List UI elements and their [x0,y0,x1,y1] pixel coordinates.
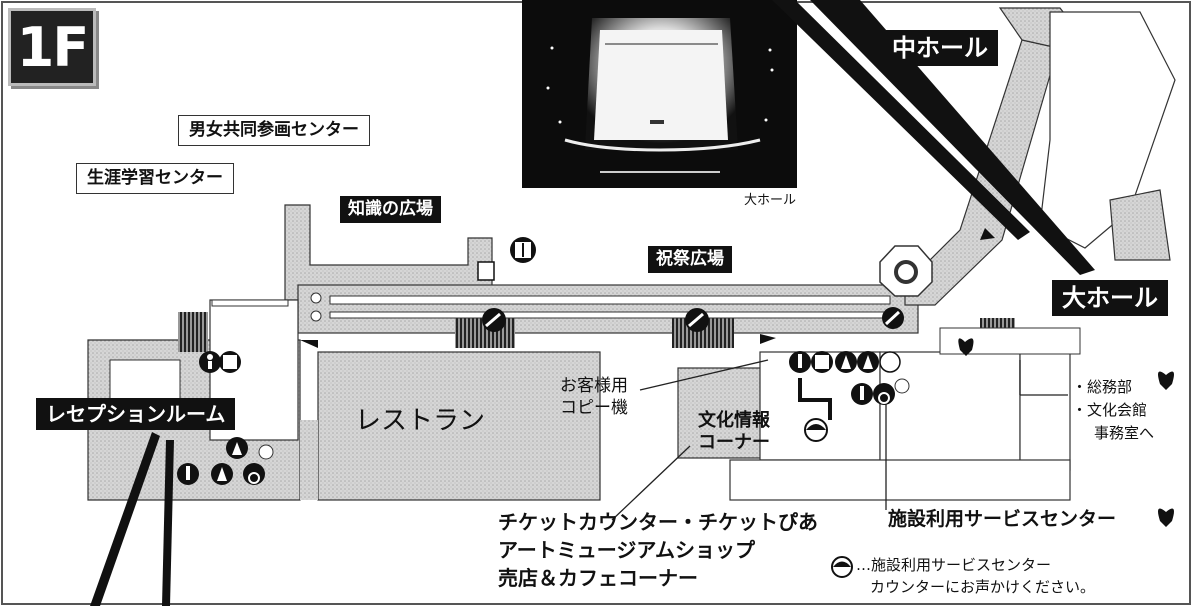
copy-label-1: お客様用 [560,376,628,396]
mens-restroom-icon [789,351,811,373]
ticket-label-3: 売店＆カフェコーナー [498,566,698,590]
note-line-1: …施設利用サービスセンター [856,556,1052,574]
soumu-label-3: 事務室へ [1094,424,1155,442]
copy-label-2: コピー機 [560,398,628,418]
shogai-label: 生涯学習センター [76,163,234,194]
aed-icon [958,338,974,356]
counter-icon [831,556,853,578]
dai-hall-label: 大ホール [1052,280,1168,316]
wheelchair-icon [243,463,265,485]
soumu-label-1: ・総務部 [1072,378,1133,396]
great-hall-photo [522,0,797,188]
ticket-label-1: チケットカウンター・チケットぴあ [498,510,818,534]
mens-restroom-icon [177,463,199,485]
note-line-2: カウンターにお声かけください。 [870,578,1096,596]
bunka-label-2: コーナー [698,432,770,453]
escalator-icon [482,308,506,332]
elevator-icon [811,351,833,373]
escalator-icon [685,308,709,332]
aed-icon [1158,371,1174,390]
saisai-label: 祝祭広場 [648,246,732,273]
ticket-label-2: アートミュージアムショップ [498,538,755,562]
spiral-ramp-icon [879,245,933,297]
great-hall-caption: 大ホール [744,193,797,208]
counter-icon [804,418,828,442]
floor-label: 1F [8,8,96,86]
restaurant-label: レストラン [355,406,486,436]
shisetsu-label: 施設利用サービスセンター [888,508,1117,530]
baby-care-icon [879,351,901,373]
mens-restroom-icon [199,351,221,373]
escalator-icon [882,307,904,329]
womens-restroom-icon [226,437,248,459]
elevator-icon [477,261,495,281]
womens-restroom-icon [857,351,879,373]
naka-hall-label: 中ホール [882,30,998,66]
mens-restroom-icon [851,383,873,405]
baby-care-icon [894,378,910,394]
danjo-label: 男女共同参画センター [178,115,370,146]
wheelchair-icon [873,383,895,405]
soumu-label-2: ・文化会館 [1072,401,1148,419]
elevator-icon [510,237,536,263]
reception-label: レセプションルーム [36,398,236,430]
womens-restroom-icon [835,351,857,373]
baby-care-icon [258,444,274,460]
aed-icon [1158,508,1174,527]
elevator-icon [219,351,241,373]
womens-restroom-icon [211,463,233,485]
chishiki-label: 知識の広場 [340,196,441,223]
bunka-label-1: 文化情報 [698,410,770,431]
